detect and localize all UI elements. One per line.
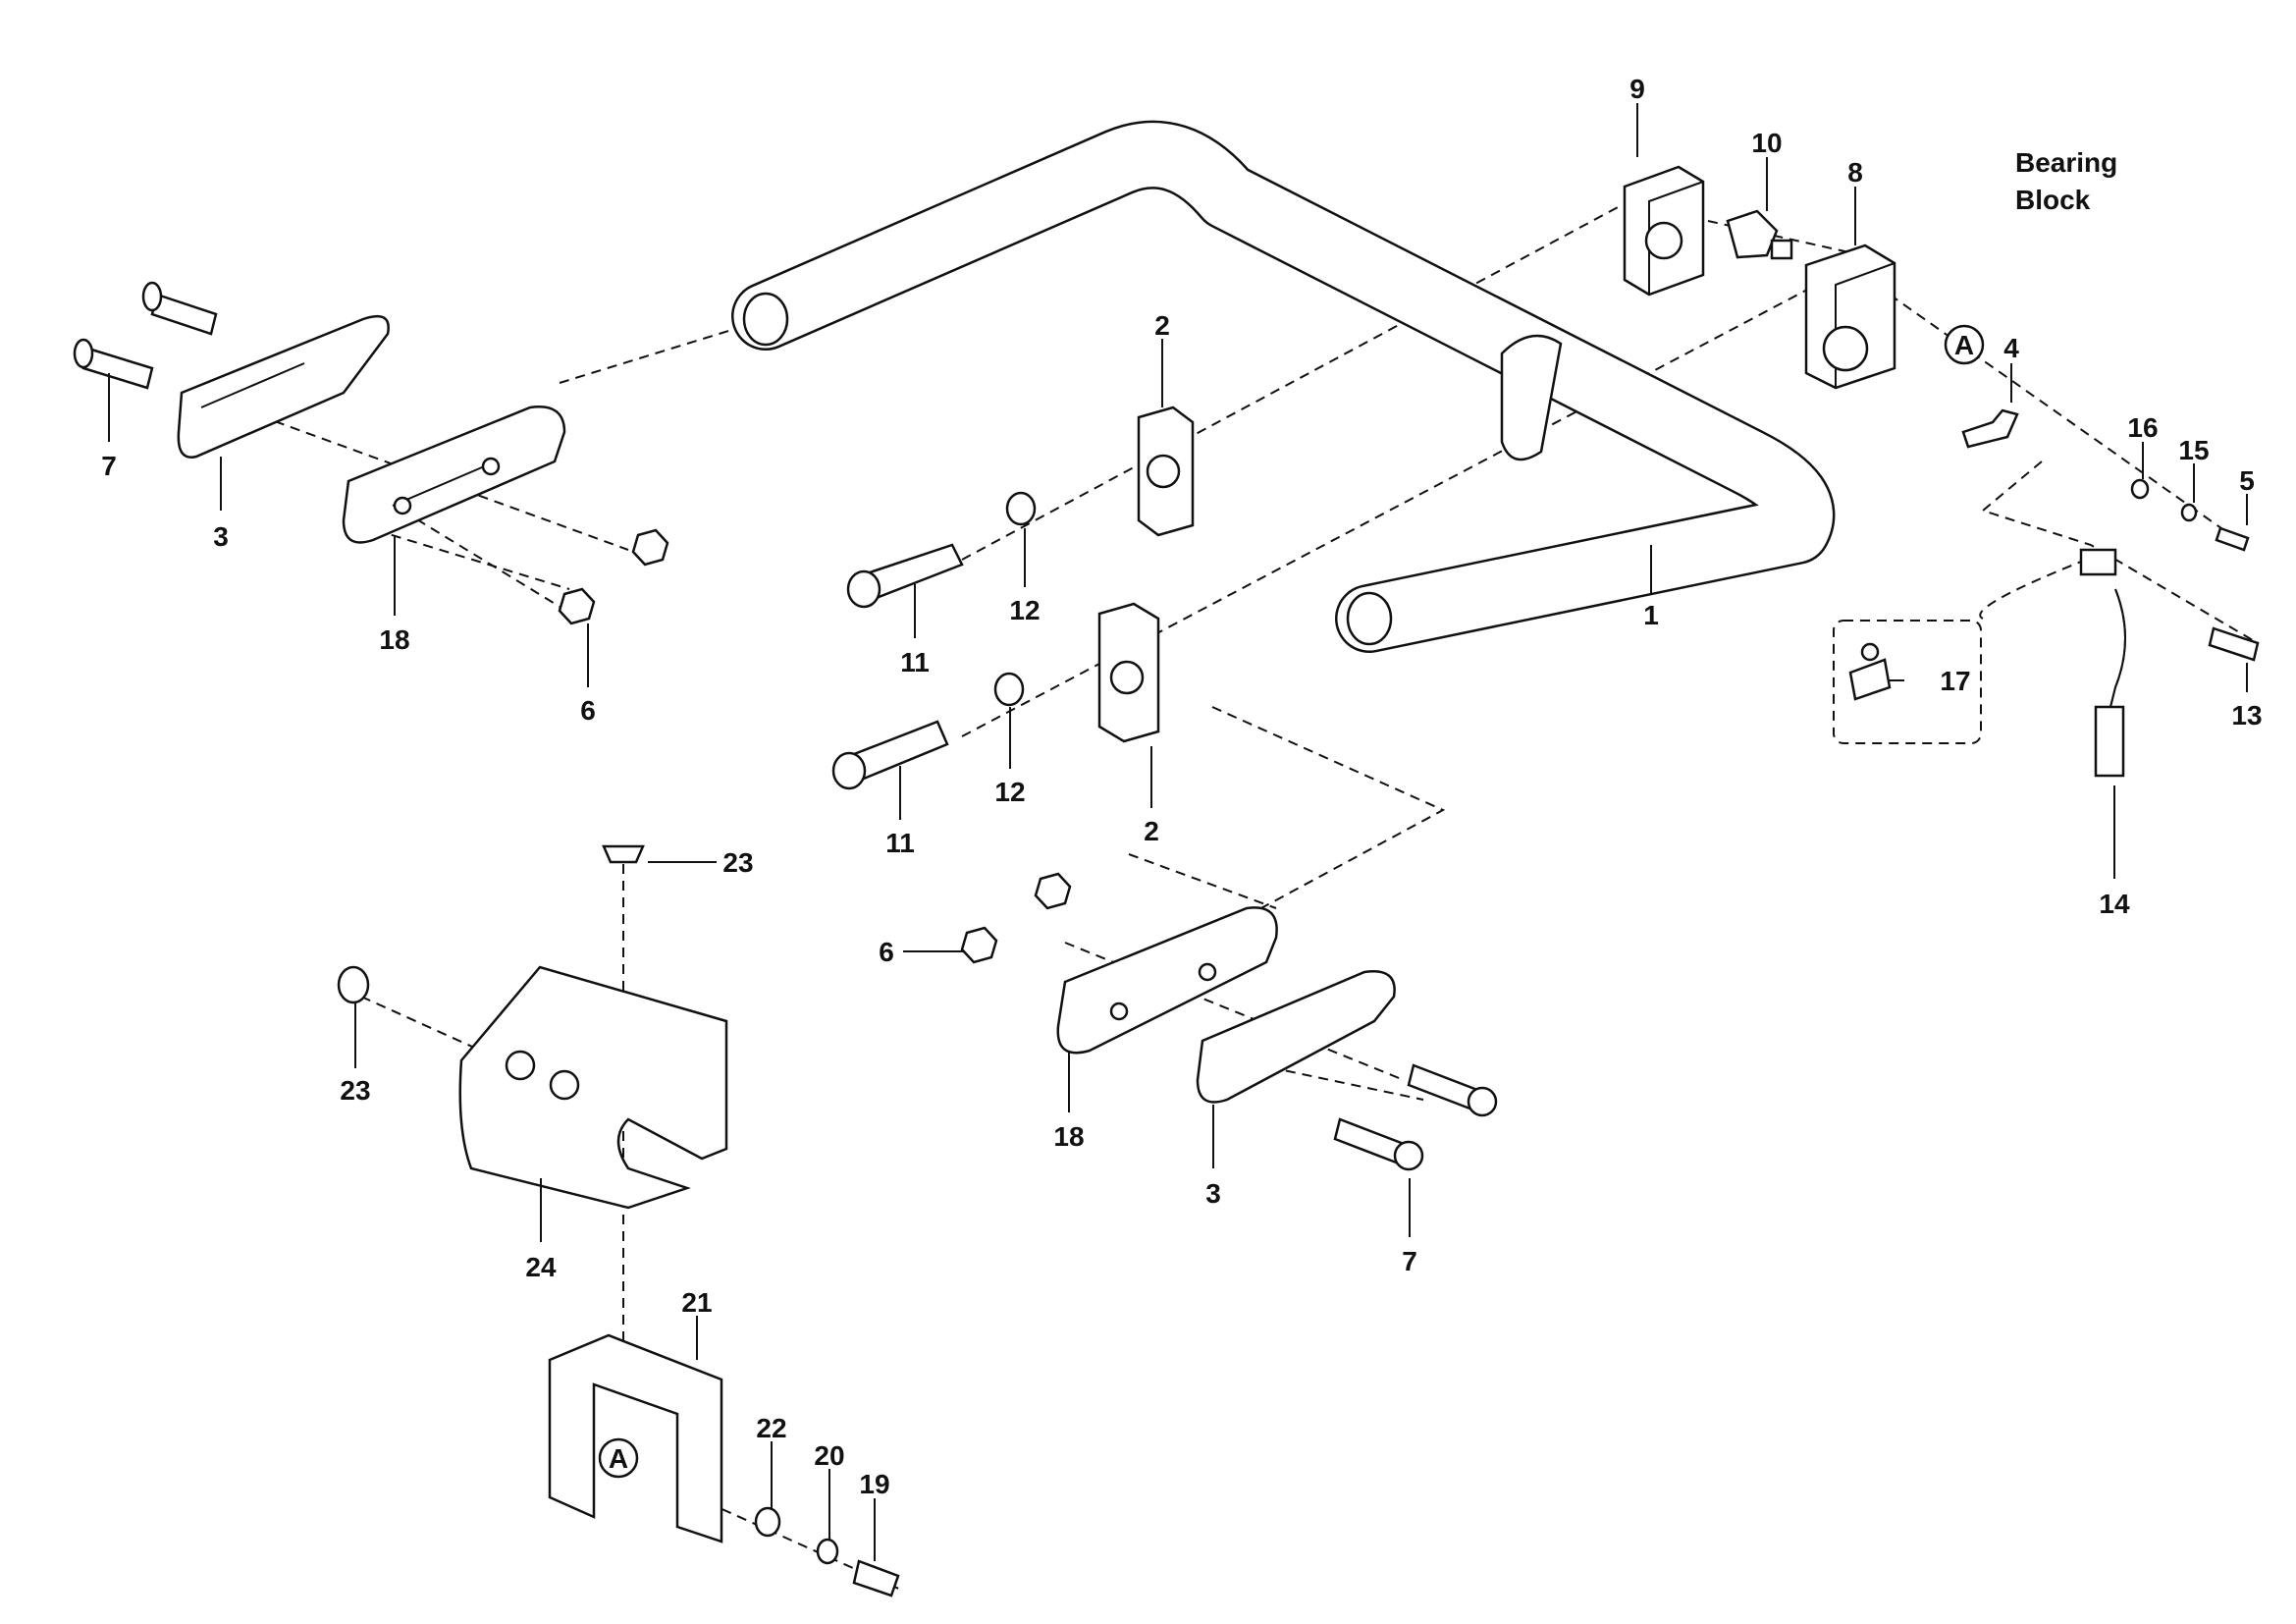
screws-7-right bbox=[1333, 1063, 1498, 1171]
callout-7-right: 7 bbox=[1402, 1246, 1417, 1276]
nut-15 bbox=[2180, 503, 2198, 522]
callout-12-lower: 12 bbox=[994, 777, 1025, 807]
callout-18-right: 18 bbox=[1053, 1121, 1084, 1152]
bolt-19 bbox=[852, 1559, 900, 1597]
callout-6-left: 6 bbox=[580, 695, 596, 726]
nut-6-right-a bbox=[1034, 872, 1072, 910]
callout-10: 10 bbox=[1751, 128, 1782, 158]
callout-4: 4 bbox=[2003, 333, 2019, 363]
callout-9: 9 bbox=[1629, 74, 1645, 104]
callout-17: 17 bbox=[1940, 666, 1970, 696]
washer-12-upper bbox=[1005, 491, 1037, 526]
pad-3-left bbox=[177, 314, 390, 459]
nut-6-left-b bbox=[558, 587, 596, 625]
assembly-lines bbox=[195, 205, 2259, 1592]
callout-3-right: 3 bbox=[1205, 1178, 1221, 1209]
svg-text:A: A bbox=[609, 1443, 628, 1474]
callout-19: 19 bbox=[859, 1469, 889, 1499]
washer-12-lower bbox=[993, 672, 1025, 707]
screw-23-top bbox=[602, 844, 645, 864]
callout-2-upper: 2 bbox=[1154, 310, 1170, 341]
bracket-21 bbox=[548, 1333, 723, 1543]
nut-6-left-a bbox=[631, 528, 669, 567]
callout-2-lower: 2 bbox=[1144, 816, 1159, 846]
callout-23-left: 23 bbox=[340, 1075, 370, 1106]
callout-18-left: 18 bbox=[379, 624, 409, 655]
knob-10 bbox=[1726, 209, 1793, 260]
svg-text:A: A bbox=[1954, 330, 1974, 360]
callout-11-lower: 11 bbox=[885, 828, 915, 858]
callout-14: 14 bbox=[2099, 889, 2130, 919]
callout-3-left: 3 bbox=[213, 521, 229, 552]
callout-11-upper: 11 bbox=[900, 647, 930, 677]
bolt-11-upper bbox=[846, 543, 964, 609]
callout-13: 13 bbox=[2231, 700, 2262, 731]
pad-18-right bbox=[1056, 906, 1278, 1055]
pad-3-right bbox=[1196, 970, 1396, 1104]
bearing-block-label-line1: Bearing bbox=[2015, 147, 2117, 178]
bearing-block-9 bbox=[1623, 165, 1705, 297]
callout-labels: 1 2 2 3 3 4 5 6 6 7 7 8 9 10 11 11 12 12… bbox=[101, 74, 2262, 1499]
callout-5: 5 bbox=[2239, 465, 2255, 496]
clamp-half-2-upper bbox=[1137, 406, 1195, 537]
nut-6-right-b bbox=[960, 926, 998, 964]
callout-21: 21 bbox=[681, 1287, 712, 1318]
screws-7-left bbox=[73, 281, 218, 390]
callout-7-left: 7 bbox=[101, 451, 117, 481]
bolt-11-lower bbox=[831, 720, 949, 790]
callout-16: 16 bbox=[2127, 412, 2158, 443]
washer-22 bbox=[754, 1506, 781, 1538]
screw-13 bbox=[2208, 626, 2260, 662]
cover-24 bbox=[458, 965, 728, 1210]
reference-marker-a-top: A bbox=[1944, 324, 1985, 365]
screw-5 bbox=[2215, 526, 2250, 552]
clamp-half-2-lower bbox=[1097, 602, 1160, 743]
leader-lines bbox=[108, 103, 2248, 1561]
callout-8: 8 bbox=[1847, 157, 1863, 188]
callout-22: 22 bbox=[756, 1413, 786, 1443]
bracket-4 bbox=[1961, 408, 2019, 449]
washer-16 bbox=[2130, 478, 2150, 500]
washer-20 bbox=[816, 1538, 839, 1565]
callout-23-top: 23 bbox=[722, 847, 753, 878]
main-tube-frame bbox=[731, 120, 1836, 653]
bearing-block-8 bbox=[1804, 244, 1896, 390]
microswitch-17-detail bbox=[1833, 620, 1982, 744]
callout-20: 20 bbox=[814, 1440, 844, 1471]
screw-23-left bbox=[337, 965, 370, 1004]
pad-18-left bbox=[342, 406, 566, 544]
callout-12-upper: 12 bbox=[1009, 595, 1040, 625]
switch-harness-14 bbox=[2079, 548, 2126, 778]
callout-15: 15 bbox=[2178, 435, 2209, 465]
callout-1: 1 bbox=[1643, 600, 1659, 630]
reference-marker-a-bottom: A bbox=[598, 1437, 639, 1479]
callout-6-right: 6 bbox=[879, 937, 894, 967]
callout-24: 24 bbox=[525, 1252, 557, 1282]
bearing-block-label-line2: Block bbox=[2015, 185, 2091, 215]
